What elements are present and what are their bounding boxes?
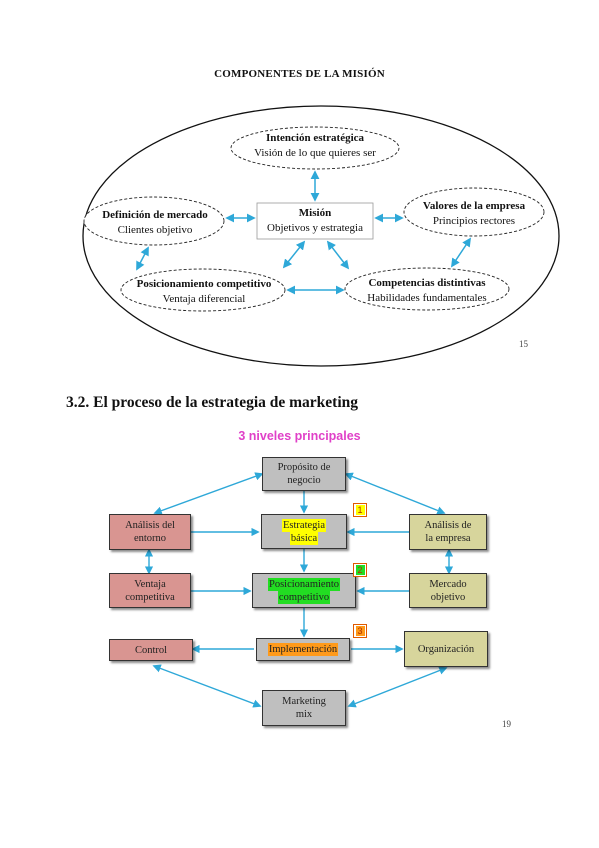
page-number: 15 xyxy=(519,339,528,349)
node-title: Valores de la empresa xyxy=(422,200,526,212)
box-label-line1: Mercado xyxy=(429,578,467,590)
box-label-line1: Ventaja xyxy=(134,578,166,590)
node-definicion-mercado: Definición de mercado Clientes objetivo xyxy=(88,208,222,238)
node-subtitle: Visión de lo que quieres ser xyxy=(254,147,376,159)
node-title: Intención estratégica xyxy=(265,132,365,144)
box-label-line2: mix xyxy=(295,709,313,720)
node-ellipse-left xyxy=(83,196,225,246)
node-intencion-estrategica: Intención estratégica Visión de lo que q… xyxy=(235,131,395,161)
node-valores-empresa: Valores de la empresa Principios rectore… xyxy=(406,199,542,229)
arrow-right-bottom-right xyxy=(451,237,471,268)
level-badge-3: 3 xyxy=(353,624,367,638)
box-label-line1: Análisis del xyxy=(125,520,175,531)
node-subtitle: Ventaja diferencial xyxy=(162,293,246,305)
level-badge-number: 3 xyxy=(355,626,365,636)
level-badge-number: 1 xyxy=(355,505,365,515)
node-competencias-distintivas: Competencias distintivas Habilidades fun… xyxy=(347,276,507,306)
level-badge-2: 2 xyxy=(353,563,367,577)
arrow-control-mix xyxy=(152,664,262,708)
box-label-line2: negocio xyxy=(287,475,321,486)
box-label: Organización xyxy=(417,643,475,655)
box-label-line1: Propósito de xyxy=(277,462,331,473)
box-label-line1: Posicionamiento xyxy=(268,577,340,591)
node-posicionamiento-competitivo: Posicionamiento competitivo Ventaja dife… xyxy=(124,277,284,307)
page-number: 19 xyxy=(502,719,511,729)
box-posicionamiento-competitivo: Posicionamiento competitivo xyxy=(252,573,356,608)
box-label-line1: Marketing xyxy=(282,696,326,707)
box-label-line2: competitiva xyxy=(125,591,175,603)
arrow-organizacion-mix xyxy=(347,666,448,708)
node-title: Competencias distintivas xyxy=(368,277,486,289)
node-title: Definición de mercado xyxy=(102,209,208,221)
arrow-mission-bottom-left xyxy=(282,240,306,269)
box-implementacion: Implementación xyxy=(256,638,350,661)
level-badge-1: 1 xyxy=(353,503,367,517)
node-ellipse-bottom-left xyxy=(120,268,286,312)
section-heading: 3.2. El proceso de la estrategia de mark… xyxy=(66,394,359,411)
arrow-proposito-empresa xyxy=(344,472,446,515)
box-ventaja-competitiva: Ventaja competitiva xyxy=(109,573,191,608)
arrow-mission-bottom-right xyxy=(326,240,350,270)
node-mision: Misión Objetivos y estrategia xyxy=(259,206,371,236)
node-subtitle: Habilidades fundamentales xyxy=(367,292,487,304)
box-label-line2: la empresa xyxy=(425,533,471,544)
arrow-left-bottom-left xyxy=(136,246,149,271)
diagram2-title: 3 niveles principales xyxy=(238,429,361,443)
node-ellipse-bottom-right xyxy=(344,267,510,311)
arrow-proposito-entorno xyxy=(153,472,264,515)
mission-center-box xyxy=(256,202,374,240)
node-subtitle: Principios rectores xyxy=(432,215,516,227)
box-marketing-mix: Marketing mix xyxy=(262,690,346,726)
box-label-line2: competitivo xyxy=(277,590,331,604)
box-estrategia-basica: Estrategia básica xyxy=(261,514,347,549)
box-analisis-entorno: Análisis del entorno xyxy=(109,514,191,550)
box-label-line1: Estrategia xyxy=(282,518,326,532)
box-label-line1: Análisis de xyxy=(424,520,472,531)
box-label-line2: entorno xyxy=(133,533,167,544)
box-organizacion: Organización xyxy=(404,631,488,667)
box-analisis-empresa: Análisis de la empresa xyxy=(409,514,487,550)
node-title: Posicionamiento competitivo xyxy=(136,278,272,290)
node-ellipse-right xyxy=(403,187,545,237)
node-subtitle: Clientes objetivo xyxy=(117,224,193,236)
node-title: Misión xyxy=(298,207,332,219)
box-label-line2: objetivo xyxy=(430,591,466,603)
box-control: Control xyxy=(109,639,193,661)
box-proposito-negocio: Propósito de negocio xyxy=(262,457,346,491)
node-subtitle: Objetivos y estrategia xyxy=(267,222,363,234)
box-label-line2: básica xyxy=(289,531,319,545)
box-mercado-objetivo: Mercado objetivo xyxy=(409,573,487,608)
box-label: Control xyxy=(134,644,168,656)
node-ellipse-top xyxy=(230,126,400,170)
box-label: Implementación xyxy=(267,643,339,656)
mission-outer-ellipse xyxy=(82,105,560,367)
diagram1-title: COMPONENTES DE LA MISIÓN xyxy=(214,68,385,80)
level-badge-number: 2 xyxy=(355,565,365,575)
